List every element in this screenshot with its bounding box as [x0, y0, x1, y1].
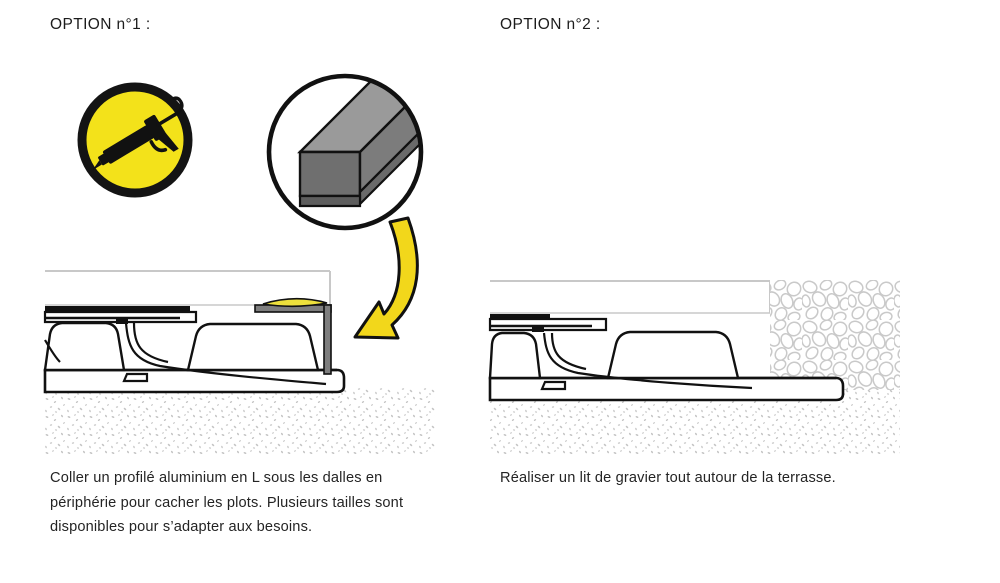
l-profile-detail-circle: [266, 73, 424, 231]
option-1-title: OPTION n°1 :: [50, 16, 151, 33]
option-2-caption: Réaliser un lit de gravier tout autour d…: [500, 470, 836, 486]
soil-substrate: [45, 388, 435, 454]
detail-circle-outline: [266, 73, 424, 231]
adjustable-pedestal: [43, 321, 320, 372]
option-1-figure: [43, 73, 435, 454]
paving-slab: [43, 306, 198, 324]
adjustable-pedestal: [488, 330, 740, 380]
gravel-bed: [770, 280, 900, 390]
terrace-cross-section-option-1: [43, 270, 435, 454]
caulking-gun-icon: [92, 96, 184, 171]
base-slab-notch: [540, 380, 567, 391]
wall-line: [490, 280, 771, 314]
base-slab-notch: [122, 372, 149, 383]
option-1-column: OPTION n°1 :: [0, 0, 480, 583]
option-2-figure: [488, 280, 900, 454]
terrace-cross-section-option-2: [488, 280, 900, 454]
option-2-column: OPTION n°2 :: [480, 0, 1000, 583]
option-2-title: OPTION n°2 :: [500, 16, 601, 33]
option-1-caption: Coller un profilé aluminium en L sous le…: [50, 470, 404, 535]
caulking-gun-badge: [77, 82, 193, 198]
curved-arrow-icon: [353, 216, 419, 340]
pedestal-tie-lines: [542, 332, 753, 390]
base-slab: [488, 376, 845, 402]
paving-slab: [488, 314, 608, 332]
glue-bead: [262, 297, 328, 308]
aluminium-l-profile: [254, 297, 332, 375]
callout-arrow: [353, 216, 419, 340]
pedestal-tie-lines: [44, 322, 327, 386]
